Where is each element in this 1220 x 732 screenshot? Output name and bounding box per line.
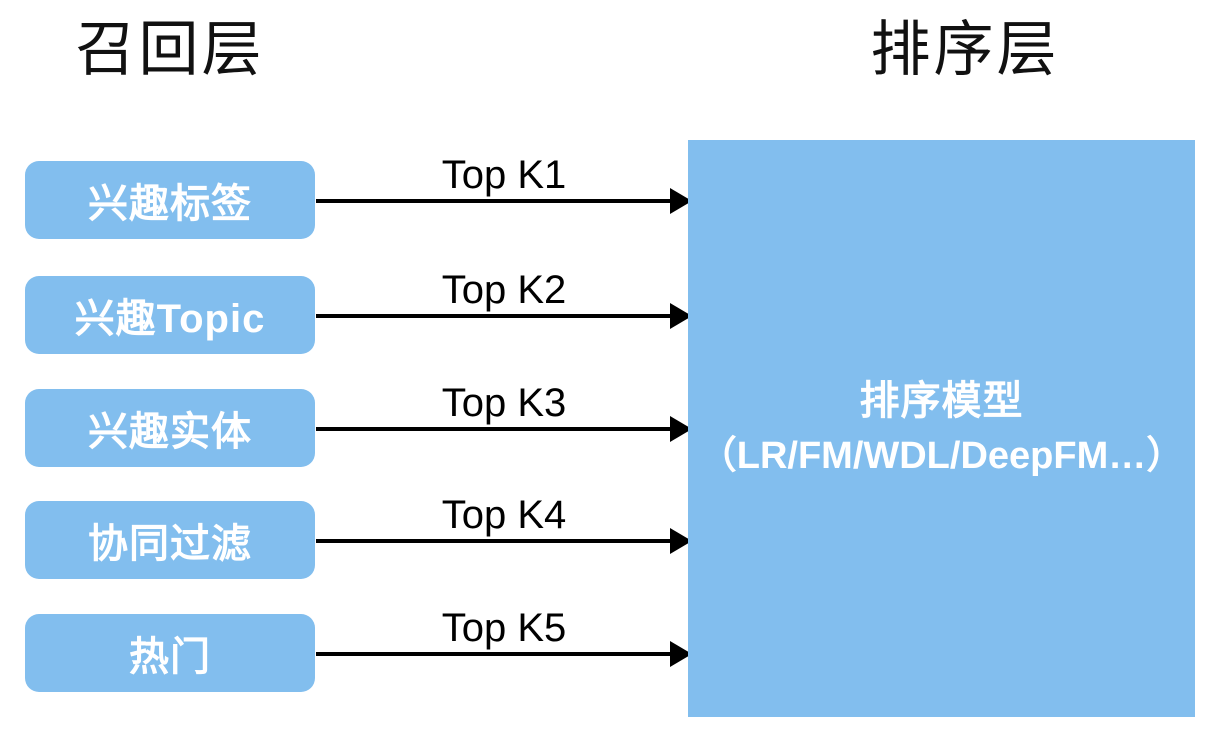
arrow-label: Top K5 <box>441 606 567 650</box>
arrow-line <box>316 652 676 656</box>
arrow-line <box>316 199 676 203</box>
ranking-model-box: 排序模型 （LR/FM/WDL/DeepFM…） <box>688 140 1195 717</box>
recall-box-interest-entity: 兴趣实体 <box>25 389 315 467</box>
arrowhead-icon <box>670 416 692 442</box>
recall-box-label: 兴趣Topic <box>74 297 266 341</box>
arrow-top-k1: Top K1 <box>316 155 692 239</box>
arrowhead-icon <box>670 188 692 214</box>
arrow-top-k4: Top K4 <box>316 495 692 579</box>
recall-box-collaborative-filtering: 协同过滤 <box>25 501 315 579</box>
arrow-top-k5: Top K5 <box>316 608 692 692</box>
arrowhead-icon <box>670 641 692 667</box>
recall-box-label: 热门 <box>129 635 211 679</box>
arrow-line <box>316 539 676 543</box>
arrow-label: Top K1 <box>441 153 567 197</box>
arrow-label: Top K3 <box>441 381 567 425</box>
recall-box-interest-topic: 兴趣Topic <box>25 276 315 354</box>
recall-box-popular: 热门 <box>25 614 315 692</box>
ranking-model-title: 排序模型 <box>859 379 1024 424</box>
recall-layer-title: 召回层 <box>75 16 265 83</box>
arrowhead-icon <box>670 528 692 554</box>
arrowhead-icon <box>670 303 692 329</box>
arrow-label: Top K2 <box>441 268 567 312</box>
arrow-line <box>316 427 676 431</box>
arrow-top-k3: Top K3 <box>316 383 692 467</box>
arrow-line <box>316 314 676 318</box>
recall-box-label: 协同过滤 <box>88 522 252 566</box>
recall-box-interest-tags: 兴趣标签 <box>25 161 315 239</box>
recall-box-label: 兴趣标签 <box>88 182 252 226</box>
recall-box-label: 兴趣实体 <box>88 410 252 454</box>
ranking-layer-title: 排序层 <box>870 16 1060 83</box>
arrow-top-k2: Top K2 <box>316 270 692 354</box>
arrow-label: Top K4 <box>441 493 567 537</box>
ranking-model-subtitle: （LR/FM/WDL/DeepFM…） <box>698 435 1185 478</box>
